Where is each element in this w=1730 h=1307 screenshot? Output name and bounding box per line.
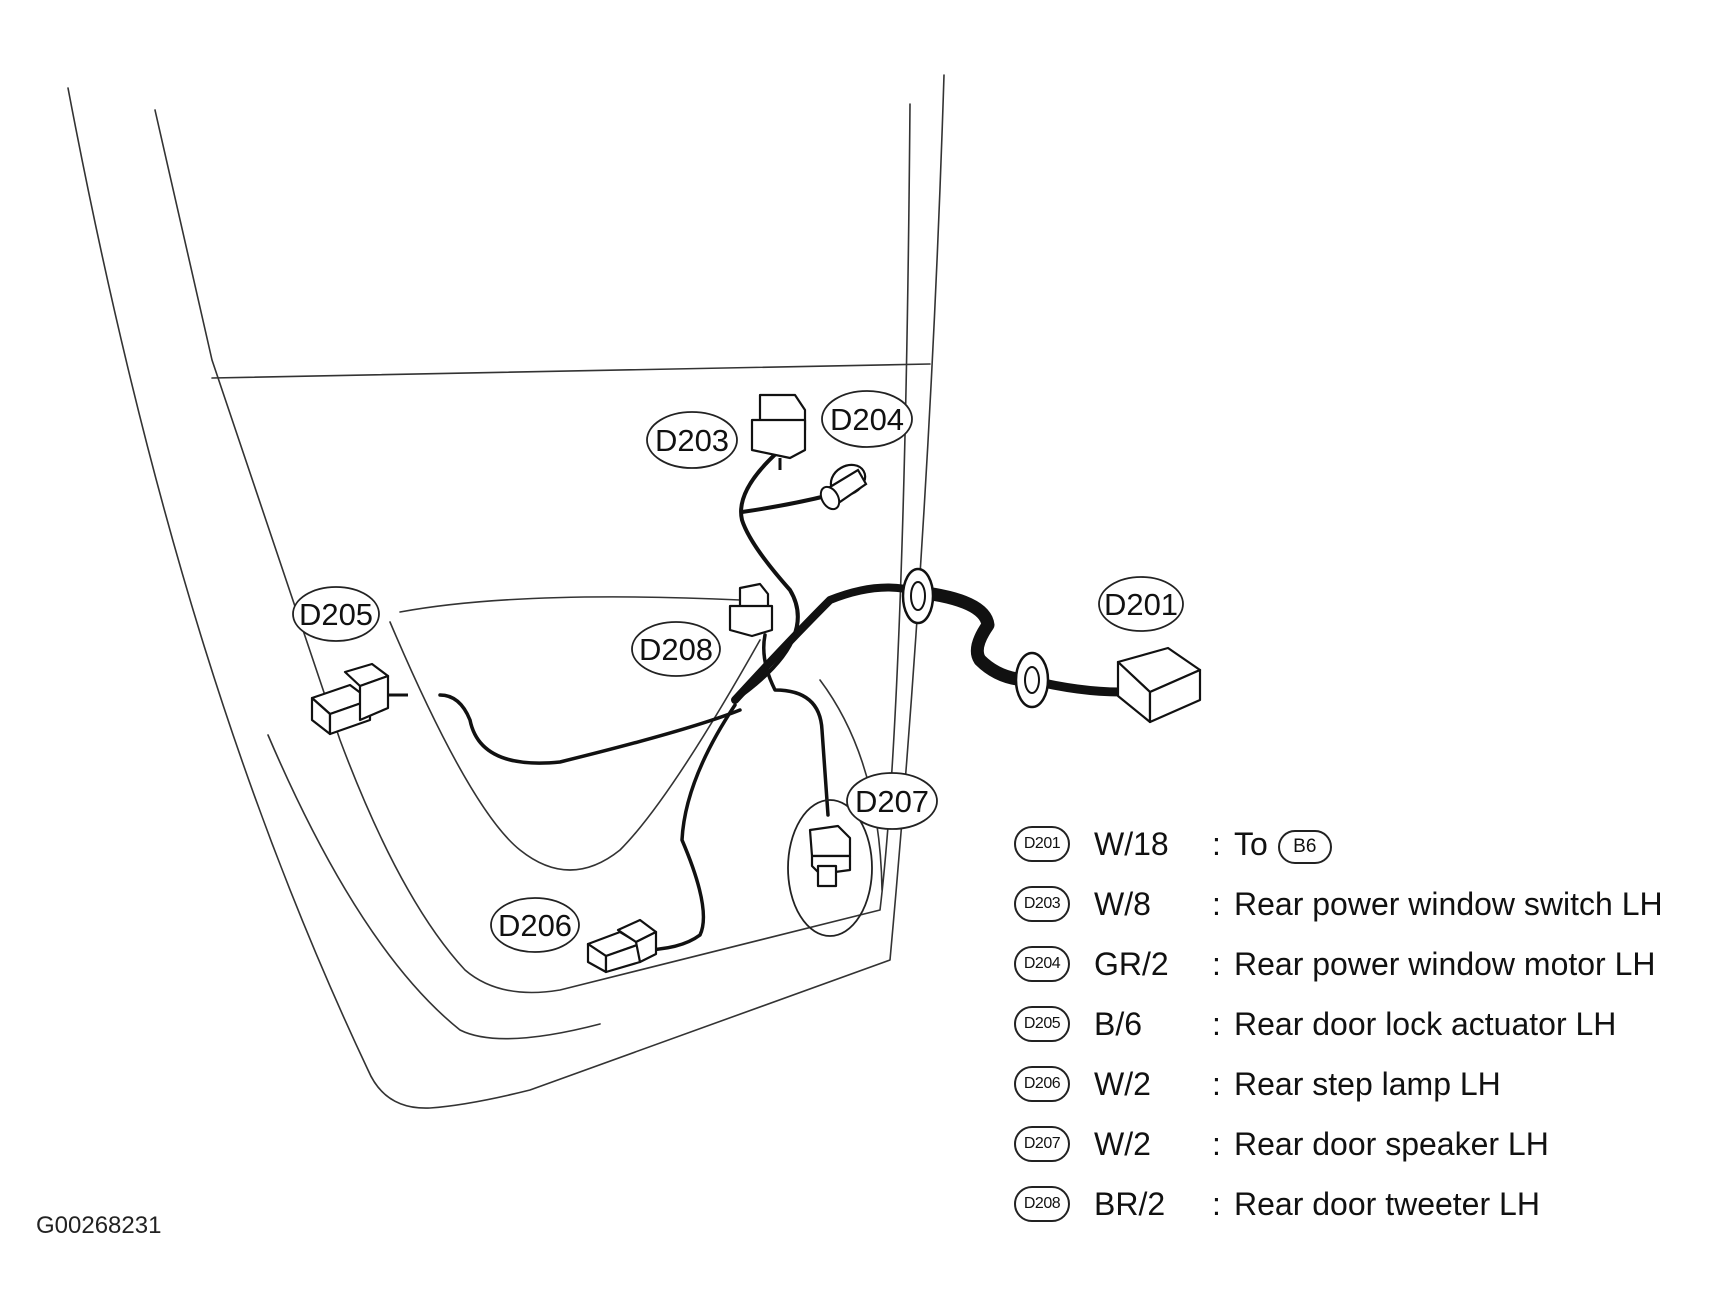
legend-description: Rear door tweeter LH [1234,1186,1540,1222]
connector-d204 [819,463,868,511]
legend-badge: D206 [1014,1066,1070,1102]
door-outline [67,74,945,1109]
legend-spec: W/2 [1094,1066,1151,1102]
legend-separator: : [1212,886,1221,922]
legend-spec: BR/2 [1094,1186,1166,1222]
legend-row-d207: D207 W/2 : Rear door speaker LH [1014,1122,1714,1172]
legend-badge: D208 [1014,1186,1070,1222]
legend-separator: : [1212,1006,1221,1042]
figure-code: G00268231 [36,1212,162,1239]
connector-d201 [1116,646,1202,724]
legend-description: Rear power window motor LH [1234,946,1656,982]
legend-separator: : [1212,1186,1221,1222]
callout-d206: D206 [490,897,580,953]
legend-separator: : [1212,946,1221,982]
svg-text:D207: D207 [855,784,929,819]
grommet-lower [1014,651,1050,709]
legend-separator: : [1212,1066,1221,1102]
legend-row-d204: D204 GR/2 : Rear power window motor LH [1014,942,1714,992]
legend-spec: B/6 [1094,1006,1143,1042]
callout-d203: D203 [646,411,738,469]
legend-spec: W/18 [1094,826,1169,862]
callout-d208: D208 [631,621,721,677]
connector-d205 [310,662,408,736]
legend-badge: D205 [1014,1006,1070,1042]
callout-d204: D204 [821,390,913,448]
svg-text:D205: D205 [299,597,373,632]
legend-row-d206: D206 W/2 : Rear step lamp LH [1014,1062,1714,1112]
legend-separator: : [1212,826,1221,862]
legend-row-d205: D205 B/6 : Rear door lock actuator LH [1014,1002,1714,1052]
svg-text:D201: D201 [1104,587,1178,622]
legend-badge: D203 [1014,886,1070,922]
svg-text:D204: D204 [830,402,904,437]
wiring-harness [438,448,1125,952]
svg-text:D206: D206 [498,908,572,943]
legend-badge: D207 [1014,1126,1070,1162]
legend-spec: W/8 [1094,886,1151,922]
legend-badge: D201 [1014,826,1070,862]
ref-badge-b6: B6 [1277,830,1332,864]
callout-d205: D205 [292,586,380,642]
legend-description: Rear step lamp LH [1234,1066,1501,1102]
connector-d208 [728,582,774,638]
callout-d201: D201 [1098,576,1184,632]
connector-d206 [586,918,658,974]
connector-d203 [750,393,807,470]
legend-description: Rear power window switch LH [1234,886,1663,922]
legend-row-d203: D203 W/8 : Rear power window switch LH [1014,882,1714,932]
legend-description: Rear door speaker LH [1234,1126,1549,1162]
legend-separator: : [1212,1126,1221,1162]
svg-text:D208: D208 [639,632,713,667]
legend-description: Rear door lock actuator LH [1234,1006,1617,1042]
legend-spec: W/2 [1094,1126,1151,1162]
connector-d207 [787,799,873,937]
legend-row-d208: D208 BR/2 : Rear door tweeter LH [1014,1182,1714,1232]
legend-badge: D204 [1014,946,1070,982]
grommet-upper [901,567,935,625]
legend-spec: GR/2 [1094,946,1169,982]
callout-d207: D207 [846,772,938,830]
svg-text:D203: D203 [655,423,729,458]
